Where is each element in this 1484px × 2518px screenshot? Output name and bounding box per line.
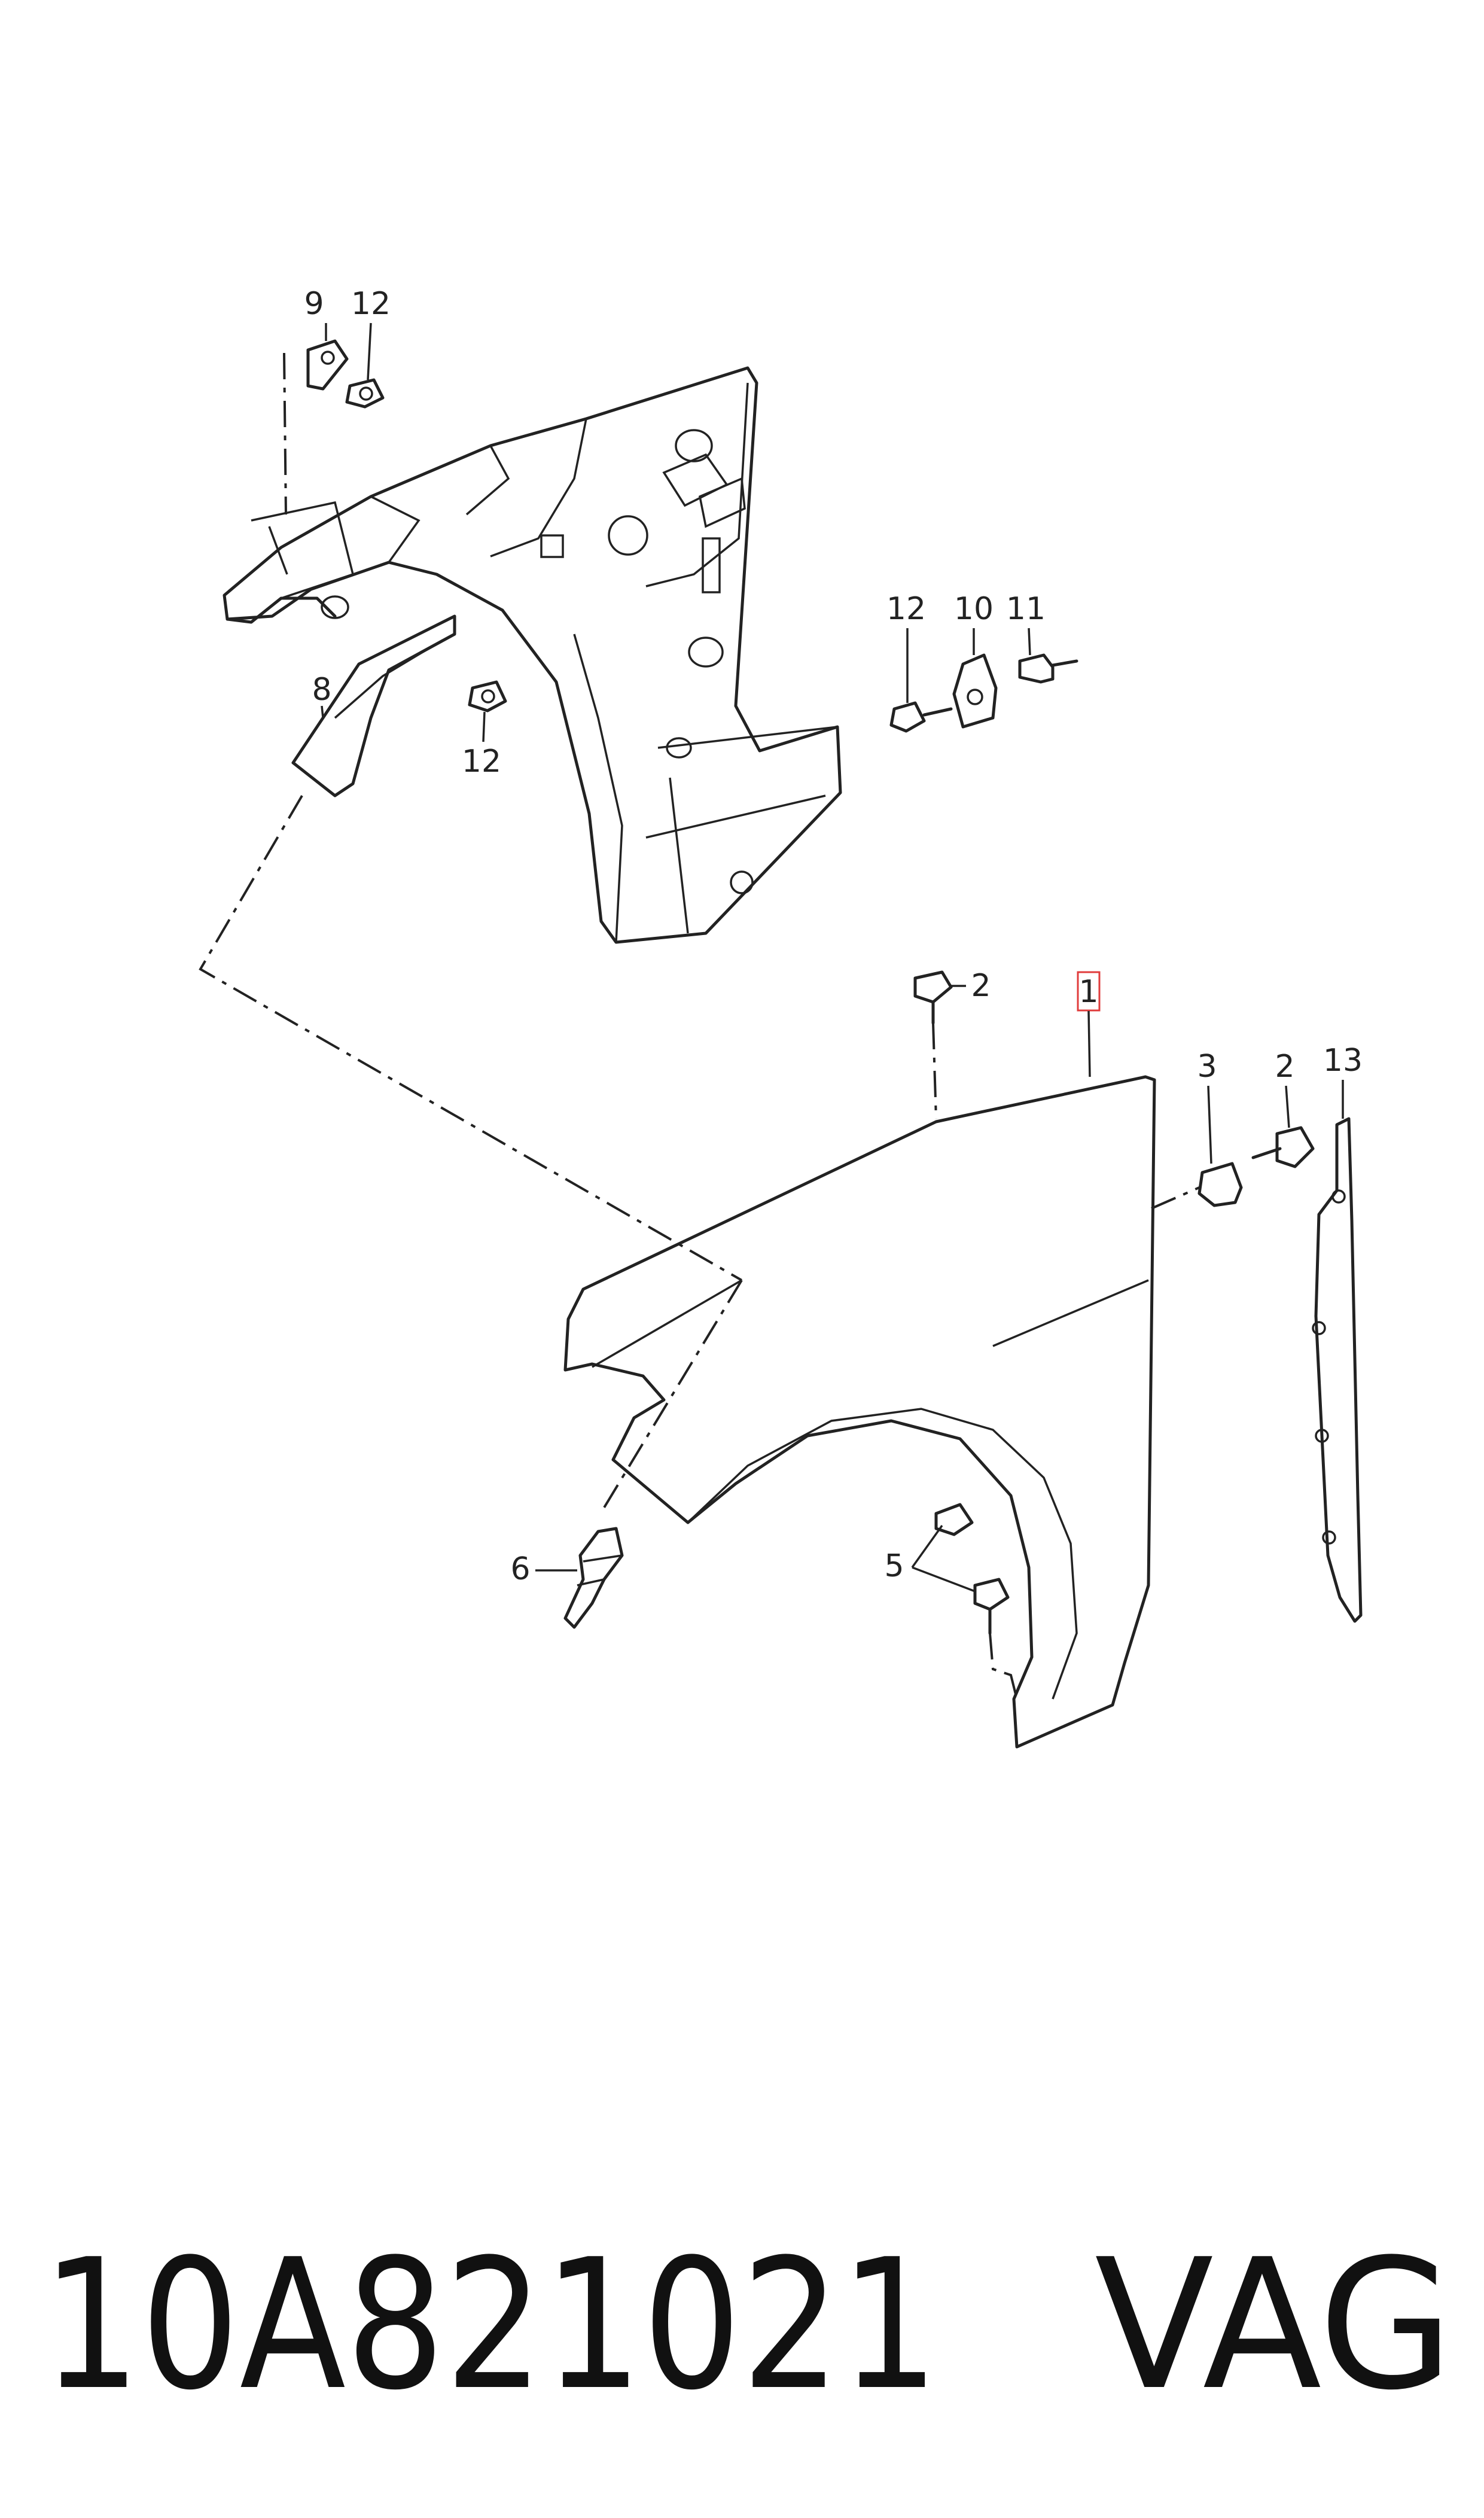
bolt-5-upper — [934, 1503, 974, 1536]
callout-10: 10 — [954, 591, 994, 627]
clip-11 — [1018, 653, 1078, 684]
bracket-9 — [306, 339, 349, 391]
nut-3 — [1197, 1162, 1243, 1207]
callout-1-highlight-box — [1077, 971, 1101, 1012]
bolt-2-top — [913, 970, 953, 1025]
leader-lines — [199, 352, 1200, 1700]
callout-1: 1 — [1078, 974, 1098, 1010]
callout-2-right: 2 — [1275, 1049, 1294, 1085]
bolt-12-lower — [468, 680, 507, 713]
callout-12-top: 12 — [351, 286, 391, 322]
bolt-5-lower — [973, 1578, 1010, 1635]
callout-8: 8 — [312, 672, 331, 708]
fender-1 — [563, 1075, 1156, 1749]
bracket-10 — [952, 653, 998, 729]
brand-name: VAG — [1095, 2221, 1453, 2429]
callouts: 9 12 8 12 12 10 11 2 1 3 2 13 — [304, 286, 1363, 1593]
seal-strip-13 — [1314, 1117, 1363, 1623]
part-number: 10A821021 — [42, 2221, 939, 2429]
body-structure — [223, 366, 842, 944]
callout-12-right: 12 — [886, 591, 926, 627]
bolt-12-right — [889, 701, 953, 733]
bolt-12-top — [345, 378, 385, 409]
callout-3: 3 — [1197, 1049, 1217, 1085]
stud-6 — [563, 1527, 624, 1629]
callout-9: 9 — [304, 286, 324, 322]
callout-2-top: 2 — [971, 968, 991, 1004]
callout-5: 5 — [884, 1548, 904, 1584]
callout-11: 11 — [1006, 591, 1046, 627]
callout-12-lower: 12 — [462, 744, 501, 780]
callout-6: 6 — [510, 1551, 530, 1587]
bolt-2-right — [1251, 1126, 1315, 1168]
bracket-8 — [291, 614, 456, 797]
callout-13: 13 — [1323, 1043, 1363, 1079]
